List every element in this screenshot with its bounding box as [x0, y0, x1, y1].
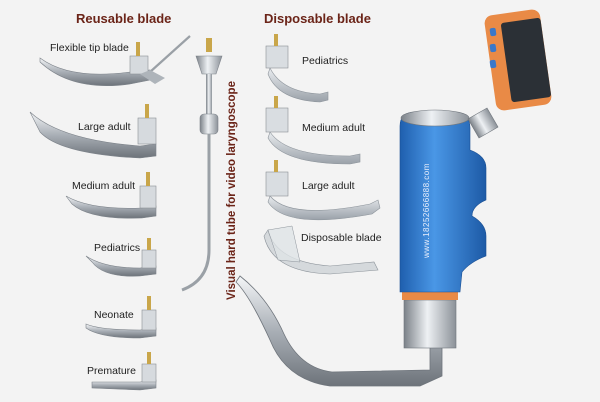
hard-tube-stylet	[181, 38, 223, 292]
neonate-blade	[85, 296, 157, 339]
disposable-medium-adult-blade	[265, 96, 361, 165]
label-disposable-large-adult: Large adult	[302, 180, 355, 192]
reusable-blade-header: Reusable blade	[76, 11, 172, 26]
label-flexible-tip-blade: Flexible tip blade	[50, 42, 129, 54]
label-large-adult: Large adult	[78, 121, 131, 133]
medium-adult-blade	[65, 172, 157, 219]
label-disposable-pediatrics: Pediatrics	[302, 55, 349, 67]
label-premature: Premature	[87, 365, 137, 377]
disposable-large-adult-blade	[265, 160, 381, 221]
disposable-blade-header: Disposable blade	[264, 11, 371, 26]
label-neonate: Neonate	[94, 309, 134, 321]
label-disposable-blade: Disposable blade	[301, 232, 382, 244]
pediatrics-blade-reusable	[85, 238, 157, 277]
label-medium-adult: Medium adult	[72, 180, 136, 192]
premature-blade	[91, 352, 157, 391]
hard-tube-label: Visual hard tube for video laryngoscope	[226, 81, 238, 300]
flexible-tip-blade	[39, 35, 191, 86]
disposable-blade-shell	[263, 225, 379, 275]
label-disposable-medium-adult: Medium adult	[302, 122, 366, 134]
disposable-pediatrics-blade	[265, 34, 329, 103]
handle-website-text: www.18252666888.com	[422, 163, 431, 258]
video-laryngoscope	[235, 9, 552, 387]
label-pediatrics-reusable: Pediatrics	[94, 242, 141, 254]
large-adult-blade	[29, 104, 157, 159]
